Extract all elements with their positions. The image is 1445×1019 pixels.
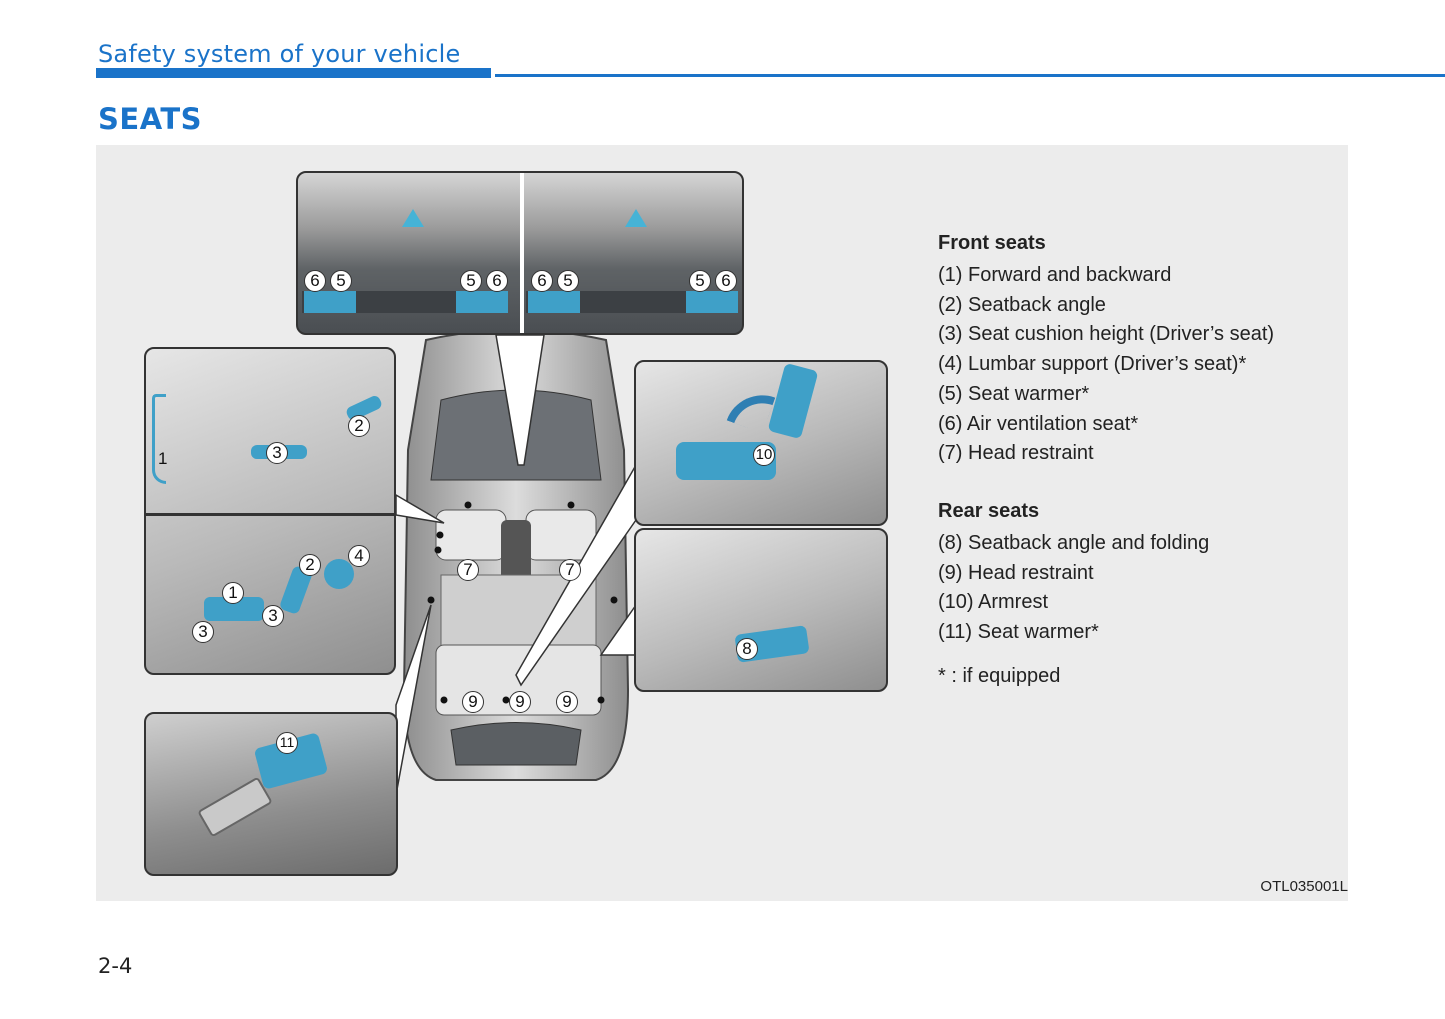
callout-5: 5 (330, 270, 352, 292)
rear-armrest-image: 10 (634, 360, 888, 526)
callout-9: 9 (556, 691, 578, 713)
callout-5: 5 (557, 270, 579, 292)
legend-item: (6) Air ventilation seat* (938, 412, 1139, 435)
legend-item: (4) Lumbar support (Driver’s seat)* (938, 353, 1247, 376)
front-seats-group: Front seats (1) Forward and backward (2)… (938, 231, 1338, 469)
callout-4: 4 (348, 545, 370, 567)
equipped-note: * : if equipped (938, 664, 1061, 687)
legend-item: (7) Head restraint (938, 442, 1094, 465)
seat-button-highlight (304, 291, 356, 313)
header-rule-thick (96, 68, 491, 78)
figure-code: OTL035001L (1260, 878, 1348, 895)
seat-button-highlight (528, 291, 580, 313)
callout-5: 5 (689, 270, 711, 292)
legend-item: (9) Head restraint (938, 561, 1094, 584)
callout-6: 6 (486, 270, 508, 292)
legend-item: (2) Seatback angle (938, 293, 1106, 316)
callout-3: 3 (192, 621, 214, 643)
dashboard-controls-image: 6 5 5 6 6 5 5 6 (296, 171, 744, 335)
callout-2: 2 (299, 554, 321, 576)
callout-3: 3 (262, 605, 284, 627)
callout-2: 2 (348, 415, 370, 437)
legend-item: (3) Seat cushion height (Driver’s seat) (938, 323, 1275, 346)
callout-9: 9 (509, 691, 531, 713)
callout-6: 6 (304, 270, 326, 292)
callout-3: 3 (266, 442, 288, 464)
section-title: SEATS (98, 102, 203, 136)
legend-item: (5) Seat warmer* (938, 382, 1090, 405)
rear-seats-group: Rear seats (8) Seatback angle and foldin… (938, 499, 1338, 648)
callout-7: 7 (559, 559, 581, 581)
callout-1: 1 (222, 582, 244, 604)
callout-1: 1 (158, 449, 168, 468)
callout-5: 5 (460, 270, 482, 292)
hazard-icon (402, 209, 424, 227)
figure-panel: 6 5 5 6 6 5 5 6 1 2 3 2 4 1 3 3 (96, 145, 1348, 901)
page-number: 2-4 (98, 954, 133, 978)
callout-10: 10 (753, 444, 775, 466)
rear-seats-heading: Rear seats (938, 499, 1040, 522)
seat-button-highlight (456, 291, 508, 313)
callout-9: 9 (462, 691, 484, 713)
callout-6: 6 (715, 270, 737, 292)
seat-side-controls-image: 1 2 3 2 4 1 3 3 (144, 347, 396, 675)
legend-item: (8) Seatback angle and folding (938, 531, 1210, 554)
callout-11: 11 (276, 732, 298, 754)
legend-item: (1) Forward and backward (938, 264, 1172, 286)
callout-7: 7 (457, 559, 479, 581)
rear-seat-warmer-image: 11 (144, 712, 398, 876)
legend: Front seats (1) Forward and backward (2)… (938, 231, 1338, 691)
row-dots (427, 501, 618, 704)
rear-seatback-lever-image: 8 (634, 528, 888, 692)
legend-item: (11) Seat warmer* (938, 621, 1099, 644)
callout-8: 8 (736, 638, 758, 660)
chapter-title: Safety system of your vehicle (98, 40, 461, 68)
legend-item: (10) Armrest (938, 591, 1049, 614)
seat-button-highlight (686, 291, 738, 313)
front-seats-heading: Front seats (938, 232, 1046, 254)
header-rule-thin (495, 74, 1445, 77)
hazard-icon (625, 209, 647, 227)
callout-6: 6 (531, 270, 553, 292)
